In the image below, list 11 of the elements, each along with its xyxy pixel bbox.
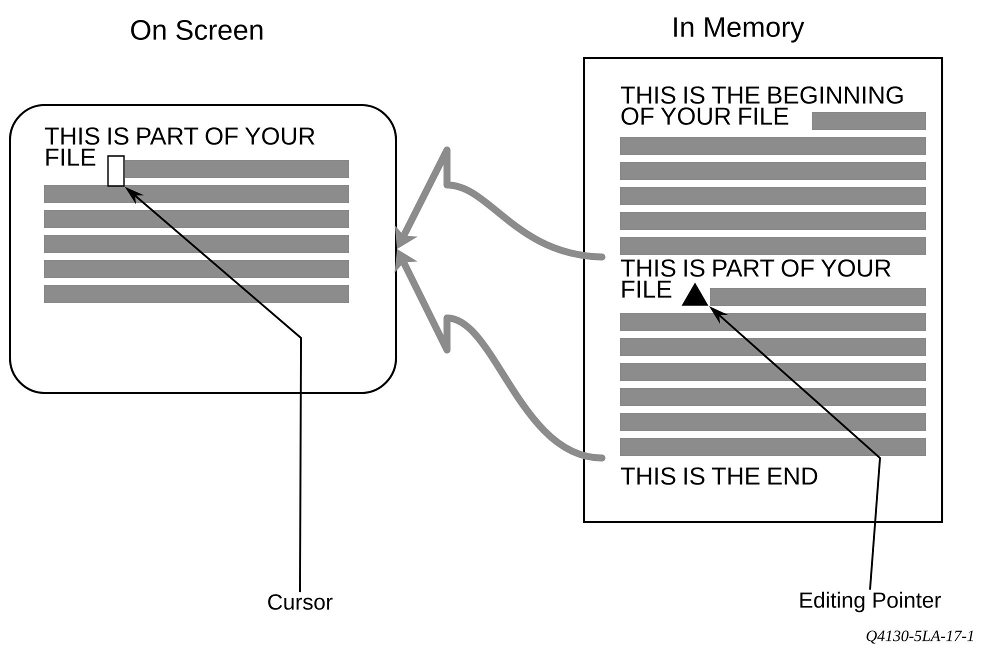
heading: On Screen (131, 20, 262, 40)
callout-label: Cursor (268, 594, 333, 610)
cursor-box (107, 155, 125, 187)
file-text: THIS IS THE BEGINNING OF YOUR FILE (620, 86, 903, 125)
callout-label: Editing Pointer (800, 592, 942, 612)
heading: In Memory (674, 17, 804, 43)
figure-number: Q4130-5LA-17-1 (866, 630, 973, 644)
file-text: THIS IS PART OF YOUR FILE (620, 259, 890, 298)
file-text: THIS IS THE END (620, 467, 818, 485)
pointer-triangle (682, 282, 708, 306)
file-text: THIS IS PART OF YOUR FILE (44, 127, 314, 166)
